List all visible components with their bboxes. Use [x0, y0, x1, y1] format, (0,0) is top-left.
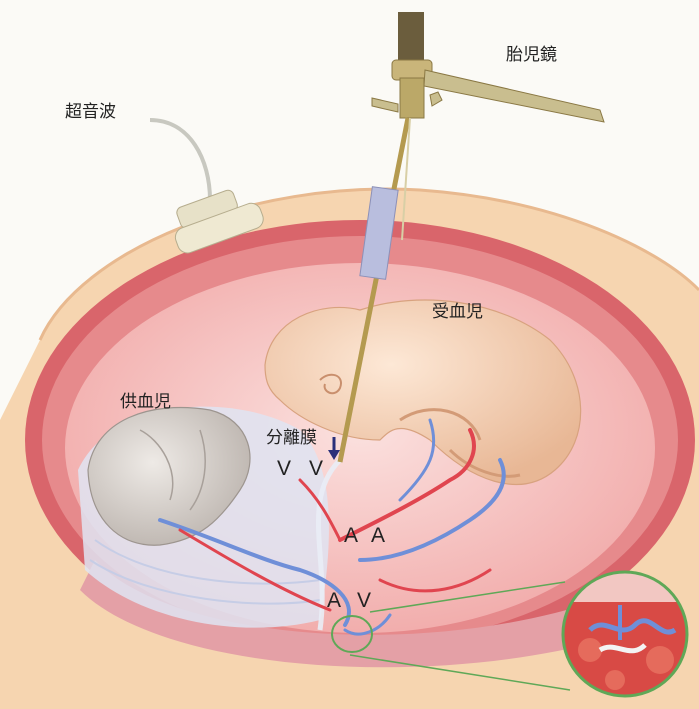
vessel-mark-v-left: V: [277, 458, 291, 479]
recipient-label: 受血児: [432, 304, 483, 321]
membrane-label: 分離膜: [266, 430, 317, 447]
ultrasound-cable: [150, 120, 210, 200]
vessel-mark-a-bottom: A: [327, 590, 341, 611]
vessel-mark-v-right: V: [309, 458, 323, 479]
vessel-mark-a-mid-left: A: [344, 525, 358, 546]
ultrasound-label: 超音波: [65, 104, 116, 121]
fetoscope-label: 胎児鏡: [506, 47, 557, 64]
vessel-mark-a-mid-right: A: [371, 525, 385, 546]
donor-label: 供血児: [120, 394, 171, 411]
vessel-mark-v-bottom: V: [357, 590, 371, 611]
